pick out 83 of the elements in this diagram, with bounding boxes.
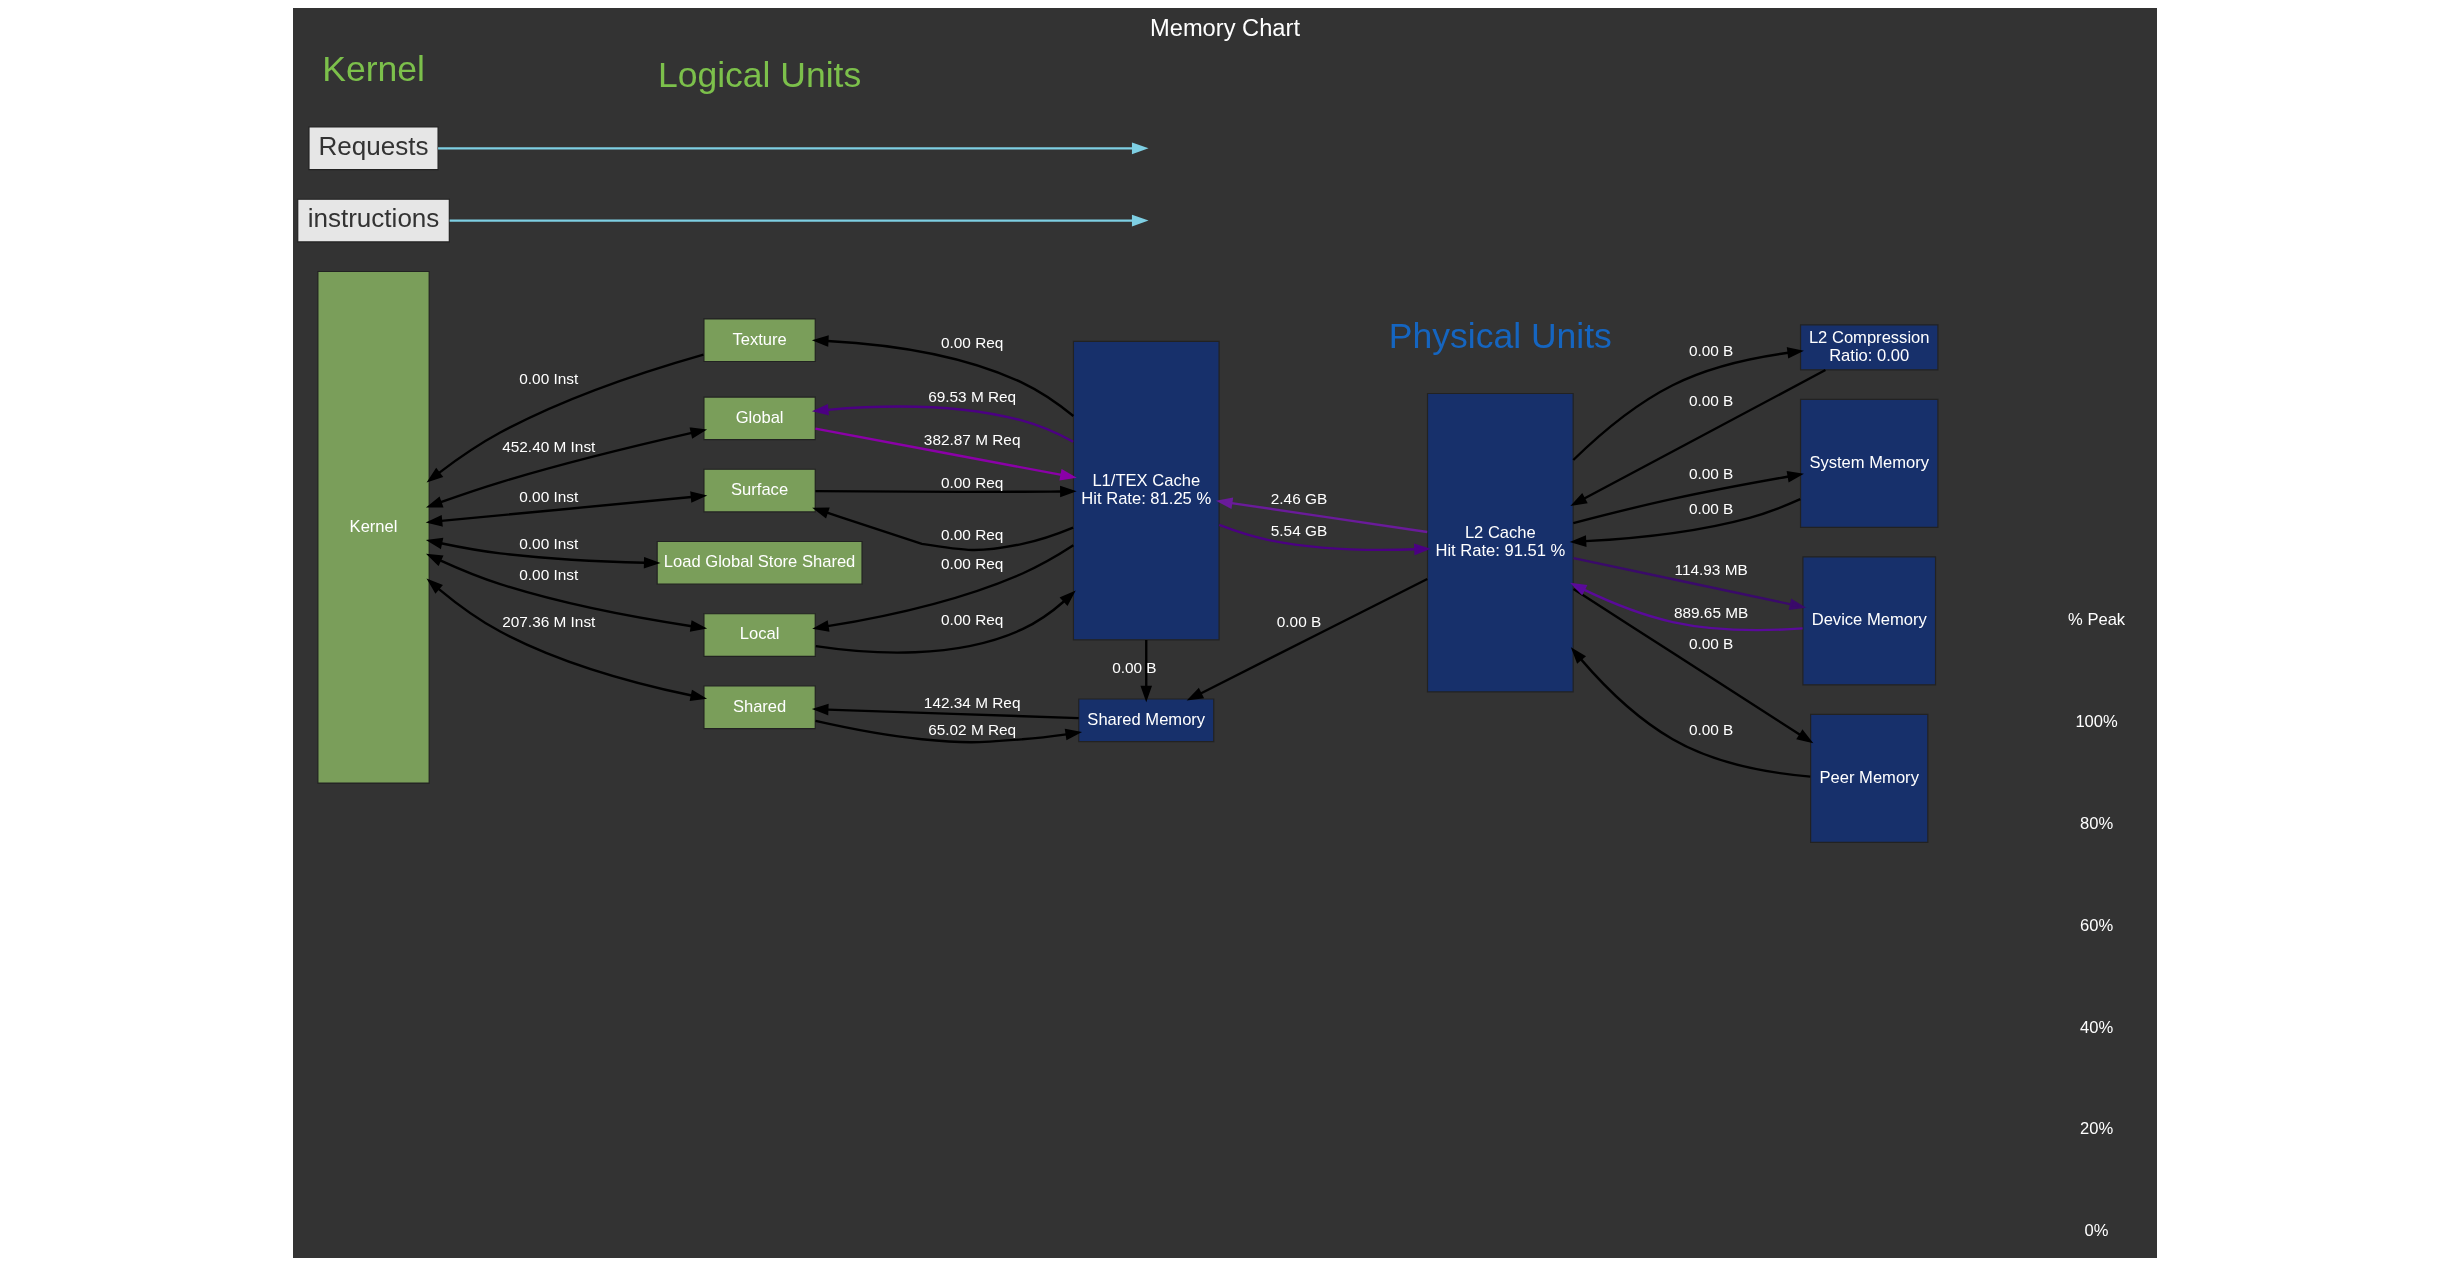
edge-label: 0.00 Inst xyxy=(518,370,578,388)
arrow xyxy=(449,214,1149,227)
edge-label: 0.00 B xyxy=(1688,465,1733,483)
label: Logical Units xyxy=(657,55,861,96)
node-box: System Memory xyxy=(1799,398,1938,528)
edge-label: 0.00 B xyxy=(1111,659,1157,677)
arrow xyxy=(814,427,1077,481)
arrow xyxy=(426,578,707,702)
edge-label: 0.00 Req xyxy=(940,525,1003,543)
arrow xyxy=(1570,647,1810,778)
label: % Peak xyxy=(2067,610,2125,630)
arrow xyxy=(425,491,707,527)
arrow xyxy=(811,507,1074,552)
node-box: Local xyxy=(702,613,816,657)
node-box: Kernel xyxy=(316,270,430,784)
edge-label: 0.00 B xyxy=(1688,342,1733,360)
edge-label: 69.53 M Req xyxy=(927,388,1016,406)
node-box: Texture xyxy=(702,318,816,363)
arrow xyxy=(814,719,1082,744)
edge-label: 0.00 Req xyxy=(940,610,1003,628)
node-box: L1/TEX Cache Hit Rate: 81.25 % xyxy=(1072,340,1220,641)
label: 100% xyxy=(2074,712,2118,732)
arrow xyxy=(425,537,661,569)
edge-label: 0.00 B xyxy=(1688,391,1733,409)
edge-label: 2.46 GB xyxy=(1270,490,1327,508)
edge-label: 0.00 Inst xyxy=(518,535,578,553)
edge-label: 452.40 M Inst xyxy=(501,437,595,455)
edge-label: 5.54 GB xyxy=(1270,522,1327,540)
label: 40% xyxy=(2079,1017,2113,1037)
arrow xyxy=(1186,577,1428,701)
edge-label: 0.00 B xyxy=(1688,499,1733,517)
edge-label: 382.87 M Req xyxy=(923,430,1020,448)
edge-label: 889.65 MB xyxy=(1673,603,1748,621)
node-box: instructions xyxy=(296,198,450,243)
edge-label: 65.02 M Req xyxy=(927,721,1016,739)
arrow xyxy=(1218,523,1431,556)
node-box: Surface xyxy=(702,468,816,513)
label: 80% xyxy=(2079,813,2113,833)
edge-label: 0.00 B xyxy=(1688,721,1733,739)
arrow xyxy=(425,427,707,508)
node-box: Global xyxy=(702,396,816,441)
arrow xyxy=(814,485,1077,498)
edge-label: 0.00 Req xyxy=(940,333,1003,351)
arrow xyxy=(425,553,707,632)
edge-label: 114.93 MB xyxy=(1674,561,1748,579)
node-box: Load Global Store Shared xyxy=(656,540,863,585)
arrow xyxy=(1139,640,1152,703)
label: 60% xyxy=(2079,915,2113,935)
label: Physical Units xyxy=(1388,315,1612,356)
node-box: L2 Compression Ratio: 0.00 xyxy=(1799,324,1938,371)
edge-label: 0.00 Inst xyxy=(518,565,578,583)
arrow xyxy=(437,142,1149,155)
arrow xyxy=(1571,347,1804,461)
node-box: Requests xyxy=(307,126,439,171)
arrow xyxy=(1569,498,1801,547)
node-box: L2 Cache Hit Rate: 91.51 % xyxy=(1426,392,1574,693)
arrow xyxy=(811,544,1074,632)
arrow xyxy=(426,353,704,483)
label: 0% xyxy=(2084,1221,2109,1241)
arrow xyxy=(1215,497,1427,534)
node-box: Device Memory xyxy=(1801,556,1936,686)
arrow xyxy=(1572,556,1806,610)
arrow xyxy=(815,590,1076,654)
arrow xyxy=(1569,369,1826,506)
edge-label: 0.00 Req xyxy=(940,555,1003,573)
edge-label: 207.36 M Inst xyxy=(501,613,595,631)
diagram-title: Memory Chart xyxy=(1149,15,1300,42)
arrow xyxy=(811,335,1074,417)
arrow xyxy=(1572,470,1804,525)
arrow xyxy=(1572,588,1813,744)
node-box: Shared Memory xyxy=(1077,698,1214,743)
node-box: Peer Memory xyxy=(1809,713,1928,843)
edge-label: 0.00 Inst xyxy=(518,487,578,505)
arrow xyxy=(1569,582,1803,632)
label: 20% xyxy=(2079,1119,2113,1139)
node-box: Shared xyxy=(702,685,816,730)
edge-label: 142.34 M Req xyxy=(923,693,1020,711)
arrow xyxy=(811,403,1074,443)
label: Kernel xyxy=(321,49,425,90)
edge-label: 0.00 B xyxy=(1276,613,1321,631)
edge-label: 0.00 Req xyxy=(940,473,1003,491)
edge-label: 0.00 B xyxy=(1688,634,1733,652)
arrow xyxy=(811,703,1079,720)
